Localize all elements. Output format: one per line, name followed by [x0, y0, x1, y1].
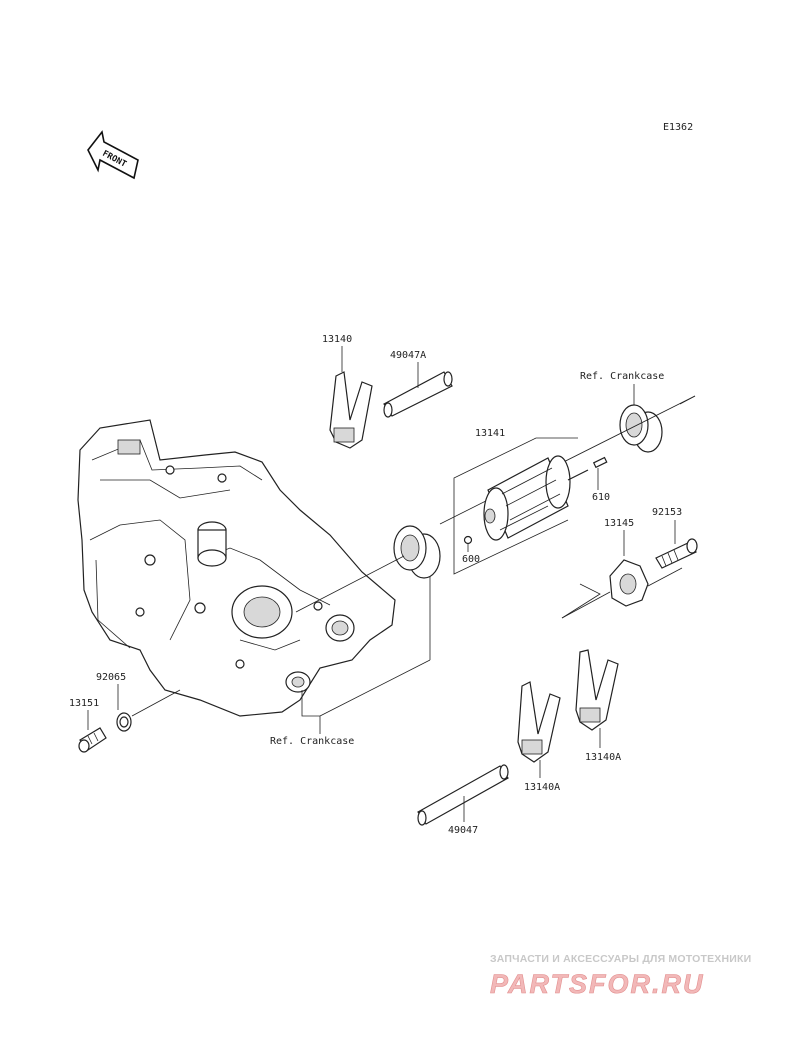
label-13140a-right: 13140A — [585, 752, 621, 763]
bearing-top — [619, 404, 663, 453]
shift-drum-13141 — [483, 455, 589, 541]
label-13141: 13141 — [475, 428, 505, 439]
fork-shaft-49047 — [417, 764, 509, 826]
bolt-92153 — [655, 538, 698, 569]
pin-610 — [592, 456, 608, 469]
label-ref-crankcase-top: Ref. Crankcase — [580, 371, 664, 382]
shift-fork-13140a-left — [517, 681, 561, 763]
pin-600 — [463, 535, 473, 545]
label-13151: 13151 — [69, 698, 99, 709]
watermark-logo: PARTSFOR.RU — [490, 969, 705, 999]
shift-cam-13145 — [609, 559, 649, 607]
label-13140a-left: 13140A — [524, 782, 560, 793]
plug-13151 — [78, 727, 107, 753]
label-ref-crankcase-bottom: Ref. Crankcase — [270, 736, 354, 747]
label-49047a: 49047A — [390, 350, 426, 361]
label-13140: 13140 — [322, 334, 352, 345]
washer-92065 — [116, 712, 132, 732]
front-arrow-icon: FRONT — [87, 130, 139, 180]
shift-fork-13140 — [329, 371, 373, 449]
label-92065: 92065 — [96, 672, 126, 683]
diagram-code: E1362 — [663, 122, 693, 133]
label-600: 600 — [462, 554, 480, 565]
bearing-crankcase — [393, 525, 441, 579]
label-13145: 13145 — [604, 518, 634, 529]
crankcase-half — [77, 419, 396, 717]
fork-shaft-49047a — [383, 371, 453, 418]
shift-fork-13140a-right — [575, 649, 619, 731]
watermark-tagline: ЗАПЧАСТИ И АКСЕССУАРЫ ДЛЯ МОТОТЕХНИКИ — [490, 953, 751, 965]
label-92153: 92153 — [652, 507, 682, 518]
label-610: 610 — [592, 492, 610, 503]
label-49047: 49047 — [448, 825, 478, 836]
